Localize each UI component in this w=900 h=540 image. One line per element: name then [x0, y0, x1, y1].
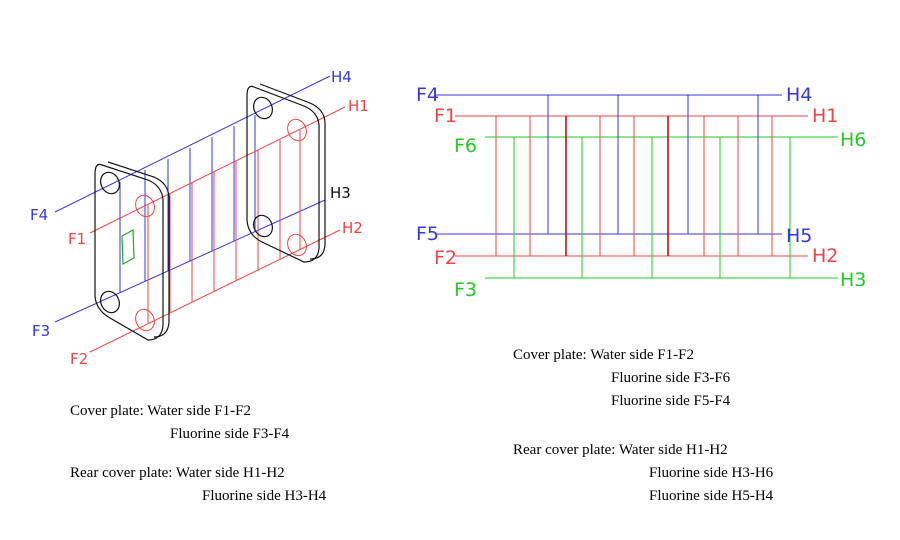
right-label-h1: H1 [812, 105, 838, 127]
right-green-verticals [513, 137, 791, 278]
rear-cover-ports [287, 118, 307, 257]
left-label-h4: H4 [331, 68, 352, 86]
right-caption-cover: Cover plate: Water side F1-F2 [513, 347, 694, 363]
right-blue-verticals [547, 95, 759, 234]
right-caption-cover-line2: Fluorine side F3-F6 [611, 370, 731, 386]
left-red-lines [89, 106, 346, 353]
left-label-h3: H3 [330, 184, 351, 202]
left-label-f1: F1 [68, 230, 86, 248]
right-label-f6: F6 [454, 135, 477, 157]
left-caption-rear-line2: Fluorine side H3-H4 [202, 488, 327, 504]
right-label-f4: F4 [416, 84, 439, 106]
right-label-f1: F1 [434, 105, 457, 127]
rear-cover-plate [246, 83, 326, 263]
right-caption-rear-line2: Fluorine side H3-H6 [649, 465, 774, 481]
right-label-h6: H6 [840, 129, 866, 151]
right-caption-rear: Rear cover plate: Water side H1-H2 [513, 442, 728, 458]
right-label-h3: H3 [840, 269, 866, 291]
left-label-h2: H2 [342, 219, 363, 237]
left-label-f4: F4 [30, 206, 48, 224]
right-label-f3: F3 [454, 279, 477, 301]
right-caption-rear-line3: Fluorine side H5-H4 [649, 488, 774, 504]
right-label-f5: F5 [416, 223, 439, 245]
right-label-h4: H4 [786, 84, 812, 106]
right-red-verticals [495, 116, 773, 256]
right-caption-cover-line3: Fluorine side F5-F4 [611, 393, 731, 409]
left-label-f3: F3 [32, 322, 50, 340]
right-label-h5: H5 [786, 225, 812, 247]
front-cover-plate [94, 161, 170, 341]
left-caption-cover-line2: Fluorine side F3-F4 [170, 426, 290, 442]
right-label-f2: F2 [434, 247, 457, 269]
left-label-h1: H1 [348, 97, 369, 115]
left-caption-rear: Rear cover plate: Water side H1-H2 [70, 465, 285, 481]
front-cover-ports [135, 194, 155, 332]
right-label-h2: H2 [812, 245, 838, 267]
left-caption-cover: Cover plate: Water side F1-F2 [70, 403, 251, 419]
left-label-f2: F2 [70, 350, 88, 368]
right-horizontal-lines [435, 94, 838, 279]
